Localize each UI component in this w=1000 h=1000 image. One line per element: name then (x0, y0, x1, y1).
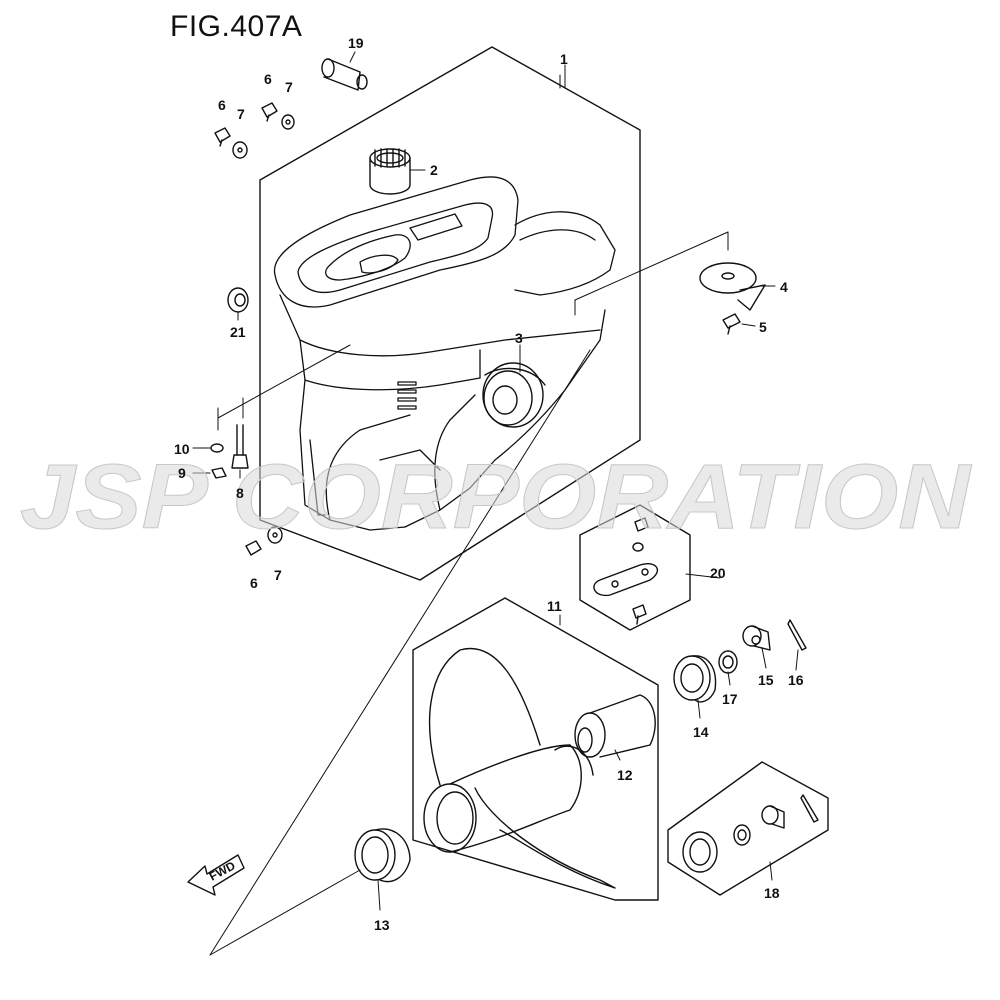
spacer (673, 655, 717, 703)
callout-21: 21 (230, 324, 246, 340)
callout-2: 2 (430, 162, 438, 178)
callout-leaders (192, 51, 799, 911)
anode-kit-group-outline (579, 504, 691, 631)
callout-20: 20 (710, 565, 726, 581)
bolt-washer-set-lower (245, 526, 283, 556)
shim-washer (718, 650, 738, 674)
callout-6-lower: 6 (250, 575, 258, 591)
cotter-pin (787, 619, 807, 651)
callout-6-upper-left: 6 (218, 97, 226, 113)
hardware-kit-parts (682, 794, 819, 873)
callout-15: 15 (758, 672, 774, 688)
leader-lines (217, 74, 729, 431)
bolt-washer-set-upper (214, 102, 295, 159)
grommet (227, 287, 249, 313)
propeller-group-outline (412, 597, 659, 901)
propeller (423, 647, 616, 889)
callout-7-upper-left: 7 (237, 106, 245, 122)
callout-10: 10 (174, 441, 190, 457)
callout-11: 11 (547, 598, 562, 614)
callout-19: 19 (348, 35, 364, 51)
assembly-guide-lines (209, 349, 591, 956)
plug (321, 58, 368, 91)
callout-4: 4 (780, 279, 788, 295)
hardware-kit-group-outline (667, 761, 829, 896)
callout-9: 9 (178, 465, 186, 481)
gear-case-housing (273, 176, 616, 531)
propeller-bushing (574, 694, 656, 758)
callout-18: 18 (764, 885, 780, 901)
callout-12: 12 (617, 767, 633, 783)
callout-6-upper-right: 6 (264, 71, 272, 87)
anode-bolt (722, 313, 741, 335)
figure-title: FIG.407A (170, 10, 303, 43)
callout-5: 5 (759, 319, 767, 335)
stud-bolt (231, 424, 249, 469)
bearing-seal (482, 362, 546, 428)
callout-16: 16 (788, 672, 804, 688)
castle-nut (742, 625, 771, 651)
needle-bearing (369, 148, 411, 195)
callout-8: 8 (236, 485, 244, 501)
fwd-arrow-icon: FWD (187, 854, 245, 896)
thrust-washer (354, 828, 411, 883)
washer (210, 443, 224, 453)
gear-case-group-outline (259, 46, 641, 581)
callout-14: 14 (693, 724, 709, 740)
trim-tab-anode (699, 262, 766, 311)
nut (211, 467, 227, 479)
callout-17: 17 (722, 691, 738, 707)
callout-1: 1 (560, 51, 568, 67)
callout-7-lower: 7 (274, 567, 282, 583)
callout-7-upper-right: 7 (285, 79, 293, 95)
anode-kit-parts (593, 517, 659, 625)
callout-3: 3 (515, 330, 523, 346)
callout-13: 13 (374, 917, 390, 933)
